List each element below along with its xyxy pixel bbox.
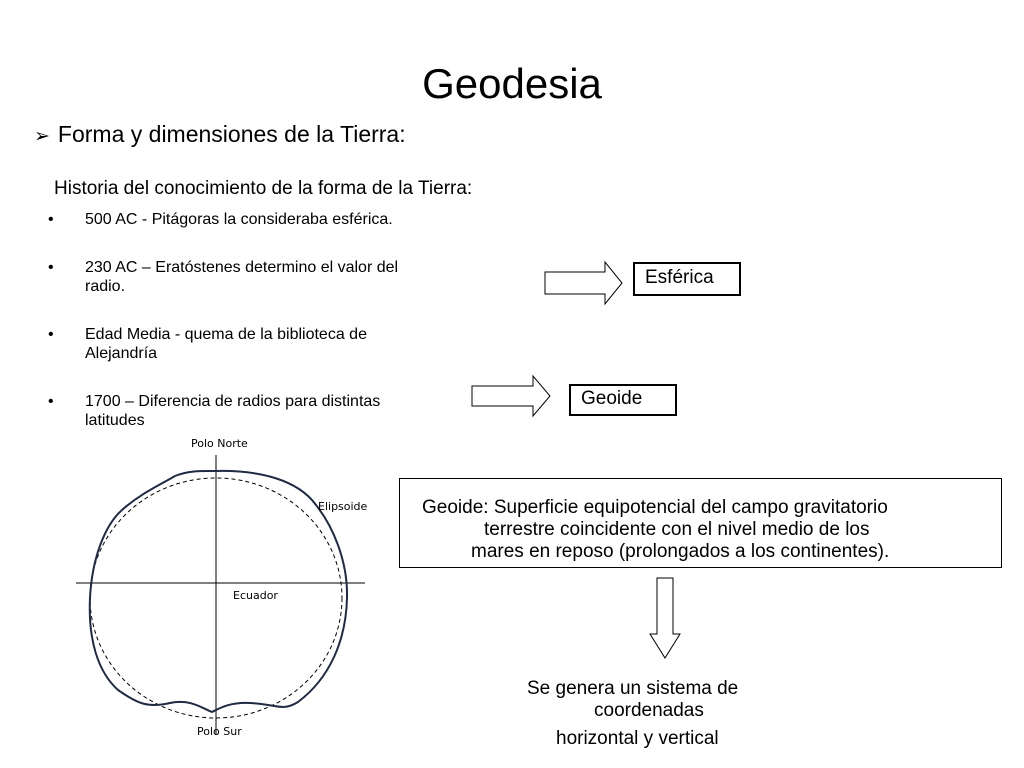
result-line: horizontal y vertical	[556, 728, 719, 749]
subtitle: ➢ Forma y dimensiones de la Tierra:	[34, 121, 406, 148]
geoide-box: Geoide	[569, 384, 677, 416]
right-arrow-icon	[544, 260, 623, 306]
right-arrow-icon	[471, 374, 551, 418]
bullet-line: Edad Media - quema de la biblioteca de	[85, 326, 367, 343]
bullet-line: radio.	[85, 278, 126, 295]
north-pole-label: Polo Norte	[191, 437, 248, 450]
south-pole-label: Polo Sur	[197, 725, 242, 738]
bullet-line: latitudes	[85, 412, 145, 429]
intro-heading: Historia del conocimiento de la forma de…	[54, 178, 473, 199]
equator-label: Ecuador	[233, 589, 278, 602]
bullet-line: 230 AC – Eratóstenes determino el valor …	[85, 259, 399, 276]
subtitle-text: Forma y dimensiones de la Tierra:	[57, 121, 406, 147]
result-line: coordenadas	[594, 700, 704, 721]
slide-title: Geodesia	[422, 60, 602, 107]
geoid-curve	[88, 469, 349, 714]
bullet-line: 500 AC - Pitágoras la consideraba esféri…	[85, 211, 393, 228]
result-line: Se genera un sistema de	[527, 678, 739, 699]
ellipsoid-label: Elipsoide	[318, 500, 368, 513]
bullet-dot-icon: •	[48, 259, 54, 276]
bullet-item-eratostenes: • 230 AC – Eratóstenes determino el valo…	[48, 258, 495, 296]
arrow-bullet-icon: ➢	[34, 126, 50, 147]
down-arrow-icon	[649, 577, 681, 659]
bullet-dot-icon: •	[48, 211, 54, 228]
bullet-item-1700: • 1700 – Diferencia de radios para disti…	[48, 392, 495, 430]
earth-shape-diagram	[76, 455, 365, 735]
bullet-dot-icon: •	[48, 393, 54, 410]
definition-line: mares en reposo (prolongados a los conti…	[471, 541, 890, 562]
esferica-box: Esférica	[633, 262, 741, 296]
definition-line: Geoide: Superficie equipotencial del cam…	[422, 497, 888, 518]
definition-line: terrestre coincidente con el nivel medio…	[484, 519, 870, 540]
bullet-item-edad-media: • Edad Media - quema de la biblioteca de…	[48, 325, 495, 363]
bullet-line: 1700 – Diferencia de radios para distint…	[85, 393, 381, 410]
bullet-dot-icon: •	[48, 326, 54, 343]
geoide-definition-box: Geoide: Superficie equipotencial del cam…	[399, 478, 1002, 568]
bullet-line: Alejandría	[85, 345, 158, 362]
bullet-item-pitagoras: • 500 AC - Pitágoras la consideraba esfé…	[48, 210, 495, 229]
